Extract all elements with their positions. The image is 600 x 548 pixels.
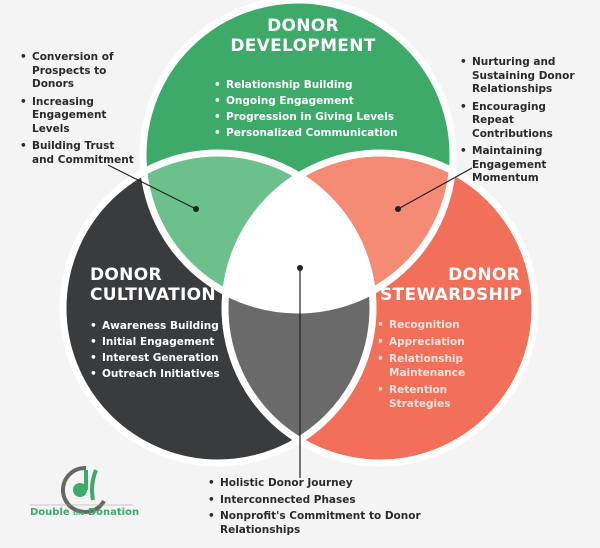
development-list: Relationship Building Ongoing Engagement… [214,77,398,141]
cultivation-list: Awareness Building Initial Engagement In… [90,318,220,382]
left-leader-line [107,164,197,210]
center-overlap [225,153,373,310]
right-callout-list: Nurturing and Sustaining Donor Relations… [460,56,590,190]
logo-icon [30,465,133,514]
development-title-2: DEVELOPMENT [230,36,376,56]
stewardship-list: Recognition Appreciation Relationship Ma… [377,318,497,411]
development-title: DONOR [267,16,339,36]
left-callout-list: Conversion of Prospects to Donors Increa… [20,51,140,171]
logo-text: Double the Donation [30,507,140,518]
bottom-callout-list: Holistic Donor Journey Interconnected Ph… [208,477,438,541]
